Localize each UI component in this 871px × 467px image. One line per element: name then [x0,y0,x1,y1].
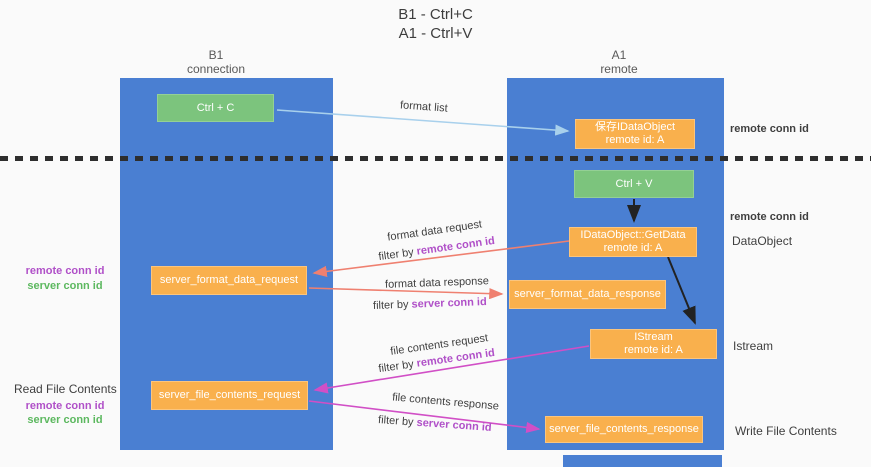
box-save-idataobject: 保存IDataObject remote id: A [575,119,695,149]
lane-header-left: B1 connection [156,48,276,76]
server-file-contents-response-label: server_file_contents_response [549,423,699,435]
label-format-list: format list [399,99,449,115]
title-line-2: A1 - Ctrl+V [398,25,473,42]
box-server-file-contents-response: server_file_contents_response [545,416,703,443]
label-format-data-response: format data response [384,275,490,291]
box-ctrl-v: Ctrl + V [574,170,694,198]
server-conn-id-text: server conn id [416,416,492,434]
label-filter-by-server-2: filter by server conn id [378,414,492,434]
lane-right-subtitle: remote [600,62,638,76]
server-file-contents-request-label: server_file_contents_request [158,389,301,401]
box-ctrl-c: Ctrl + C [157,94,274,122]
label-server-conn-id-left-top: server conn id [27,280,103,292]
remote-conn-id-text: remote conn id [415,234,496,258]
istream-line2: remote id: A [624,344,683,356]
filter-by-text: filter by [377,357,418,376]
getdata-line2: remote id: A [603,242,663,254]
filter-by-text: filter by [377,414,417,429]
lane-right-title: A1 [611,48,627,62]
title-line-1: B1 - Ctrl+C [398,6,473,23]
box-istream: IStream remote id: A [590,329,717,359]
label-remote-conn-id-left-top: remote conn id [25,265,105,277]
server-format-data-response-label: server_format_data_response [514,288,661,300]
server-format-data-request-label: server_format_data_request [159,274,299,286]
label-istream: Istream [733,339,774,353]
label-file-contents-response: file contents response [391,391,500,413]
ctrl-c-label: Ctrl + C [196,101,235,114]
filter-by-text: filter by [372,298,412,312]
getdata-line1: IDataObject::GetData [580,229,686,241]
filter-by-text: filter by [377,245,418,264]
label-remote-conn-id-right-top: remote conn id [730,123,809,135]
server-conn-id-text: server conn id [411,296,487,311]
label-write-file-contents: Write File Contents [735,424,837,438]
dashed-divider [0,156,871,161]
label-filter-by-server-1: filter by server conn id [373,296,487,312]
box-server-format-data-request: server_format_data_request [151,266,307,295]
lane-left-title: B1 [208,48,224,62]
label-read-file-contents: Read File Contents [14,382,117,396]
istream-line1: IStream [634,331,673,343]
lane-bottom-strip [563,455,722,467]
label-dataobject: DataObject [732,234,793,248]
diagram-title: B1 - Ctrl+C A1 - Ctrl+V [0,5,871,43]
box-idataobject-getdata: IDataObject::GetData remote id: A [569,227,697,257]
label-server-conn-id-left-bottom: server conn id [27,414,103,426]
save-idataobject-line1: 保存IDataObject [594,121,676,133]
label-remote-conn-id-left-bottom: remote conn id [25,400,105,412]
ctrl-v-label: Ctrl + V [615,177,653,190]
box-server-format-data-response: server_format_data_response [509,280,666,309]
lane-left-subtitle: connection [186,62,246,76]
box-server-file-contents-request: server_file_contents_request [151,381,308,410]
save-idataobject-line2: remote id: A [605,134,665,146]
label-remote-conn-id-right-mid: remote conn id [730,211,809,223]
lane-header-right: A1 remote [559,48,679,76]
